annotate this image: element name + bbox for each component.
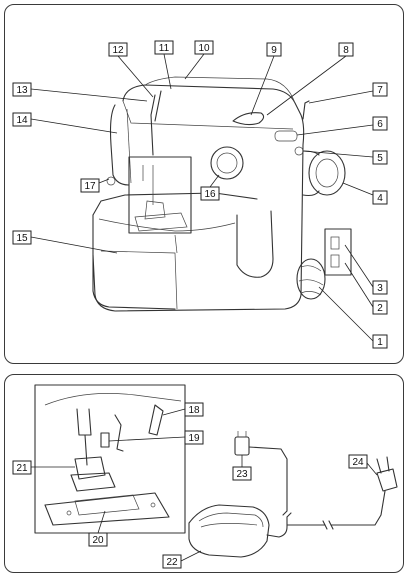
machine-illustration: 12 11 10 9 8 7 6 5 4 <box>12 40 388 349</box>
svg-text:14: 14 <box>16 115 28 126</box>
svg-text:13: 13 <box>16 85 28 96</box>
foot-controller <box>188 504 270 558</box>
machine-body <box>92 76 352 312</box>
accessories-illustration: 18 19 21 20 23 24 22 <box>12 384 398 569</box>
callout-21: 21 <box>12 460 75 475</box>
accessories-panel: 18 19 21 20 23 24 22 <box>4 374 404 573</box>
callout-19: 19 <box>108 430 204 445</box>
machine-overview-panel: 12 11 10 9 8 7 6 5 4 <box>4 4 404 364</box>
svg-text:6: 6 <box>377 119 383 130</box>
callout-7: 7 <box>308 82 388 104</box>
callout-18: 18 <box>162 402 204 417</box>
svg-text:9: 9 <box>271 45 277 56</box>
callout-20: 20 <box>88 510 108 547</box>
svg-text:21: 21 <box>16 463 28 474</box>
svg-text:1: 1 <box>377 337 383 348</box>
svg-text:5: 5 <box>377 153 383 164</box>
callout-10: 10 <box>184 40 214 80</box>
svg-text:15: 15 <box>16 233 28 244</box>
svg-text:12: 12 <box>112 45 124 56</box>
svg-text:22: 22 <box>166 557 178 568</box>
svg-text:20: 20 <box>92 535 104 546</box>
callout-4: 4 <box>342 182 388 205</box>
callout-6: 6 <box>296 116 388 136</box>
svg-text:24: 24 <box>352 457 364 468</box>
callout-1: 1 <box>318 286 388 349</box>
callout-12: 12 <box>108 42 154 98</box>
svg-text:19: 19 <box>188 433 200 444</box>
callout-24: 24 <box>348 454 378 476</box>
callout-23: 23 <box>232 455 252 481</box>
callout-2: 2 <box>344 262 388 315</box>
callout-13: 13 <box>12 82 148 102</box>
svg-text:18: 18 <box>188 405 200 416</box>
svg-text:17: 17 <box>84 181 96 192</box>
svg-text:2: 2 <box>377 303 383 314</box>
svg-text:3: 3 <box>377 283 383 294</box>
presser-foot-detail-frame <box>34 384 186 534</box>
svg-text:4: 4 <box>377 193 383 204</box>
presser-foot-detail <box>44 393 182 526</box>
svg-text:23: 23 <box>236 469 248 480</box>
svg-text:16: 16 <box>204 189 216 200</box>
callout-5: 5 <box>302 150 388 165</box>
svg-text:11: 11 <box>159 43 170 54</box>
callout-15: 15 <box>12 230 118 254</box>
callout-22: 22 <box>162 550 202 569</box>
svg-text:8: 8 <box>343 45 349 56</box>
svg-text:7: 7 <box>377 85 383 96</box>
callout-17: 17 <box>80 178 110 193</box>
callout-3: 3 <box>344 244 388 295</box>
callout-14: 14 <box>12 112 118 134</box>
callout-9: 9 <box>250 42 282 116</box>
callout-11: 11 <box>154 40 174 90</box>
callout-16: 16 <box>200 174 220 201</box>
power-cord <box>234 431 398 538</box>
callout-8: 8 <box>266 42 354 116</box>
svg-text:10: 10 <box>198 43 210 54</box>
